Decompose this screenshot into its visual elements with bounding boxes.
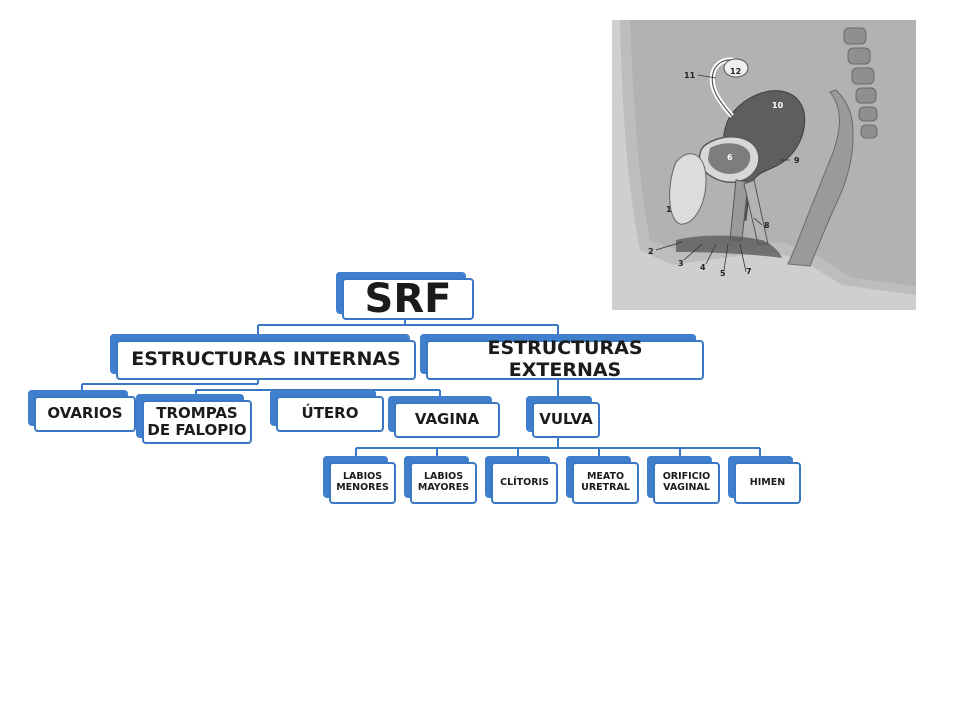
uterus-label: ÚTERO <box>276 396 384 432</box>
anatomy-label: 6 <box>727 153 733 162</box>
anatomy-label: 7 <box>746 267 752 276</box>
anatomy-label: 3 <box>678 259 684 268</box>
vulva-label: VULVA <box>532 402 600 438</box>
vaginal-orifice-node: ORIFICIO VAGINAL <box>647 456 720 504</box>
urethral-meatus-label: MEATO URETRAL <box>581 471 630 493</box>
ovaries-node: OVARIOS <box>28 390 136 432</box>
ovaries-label: OVARIOS <box>34 396 136 432</box>
anatomy-illustration: 1 2 3 4 5 6 7 8 9 10 11 12 <box>612 20 916 310</box>
anatomy-label: 9 <box>794 156 800 165</box>
vagina-label: VAGINA <box>394 402 500 438</box>
internal-structures-label: ESTRUCTURAS INTERNAS <box>116 340 416 380</box>
external-structures-label: ESTRUCTURAS EXTERNAS <box>426 337 704 381</box>
labia-minora-label: LABIOS MENORES <box>336 471 389 493</box>
fallopian-tubes-label: TROMPAS DE FALOPIO <box>142 400 252 444</box>
hymen-node: HIMEN <box>728 456 801 504</box>
fallopian-tubes-node: TROMPAS DE FALOPIO <box>136 394 252 444</box>
labia-majora-node: LABIOS MAYORES <box>404 456 477 504</box>
internal-structures-node: ESTRUCTURAS INTERNAS <box>110 334 416 380</box>
anatomy-label: 5 <box>720 269 726 278</box>
anatomy-label: 1 <box>666 205 672 214</box>
anatomy-label: 2 <box>648 247 654 256</box>
anatomy-label: 12 <box>730 67 741 76</box>
clitoris-node: CLÍTORIS <box>485 456 558 504</box>
labia-majora-label: LABIOS MAYORES <box>417 471 470 493</box>
anatomy-label: 8 <box>764 221 770 230</box>
vagina-node: VAGINA <box>388 396 500 438</box>
root-label: SRF <box>342 276 474 322</box>
urethral-meatus-node: MEATO URETRAL <box>566 456 639 504</box>
vulva-node: VULVA <box>526 396 600 438</box>
uterus-node: ÚTERO <box>270 390 384 432</box>
labia-minora-node: LABIOS MENORES <box>323 456 396 504</box>
anatomy-label: 11 <box>684 71 696 80</box>
clitoris-label: CLÍTORIS <box>500 476 549 488</box>
hymen-label: HIMEN <box>749 476 786 488</box>
anatomy-label: 10 <box>772 101 784 110</box>
vaginal-orifice-label: ORIFICIO VAGINAL <box>662 471 711 493</box>
external-structures-node: ESTRUCTURAS EXTERNAS <box>420 334 704 381</box>
root-node: SRF <box>336 272 474 322</box>
anatomy-label: 4 <box>700 263 706 272</box>
